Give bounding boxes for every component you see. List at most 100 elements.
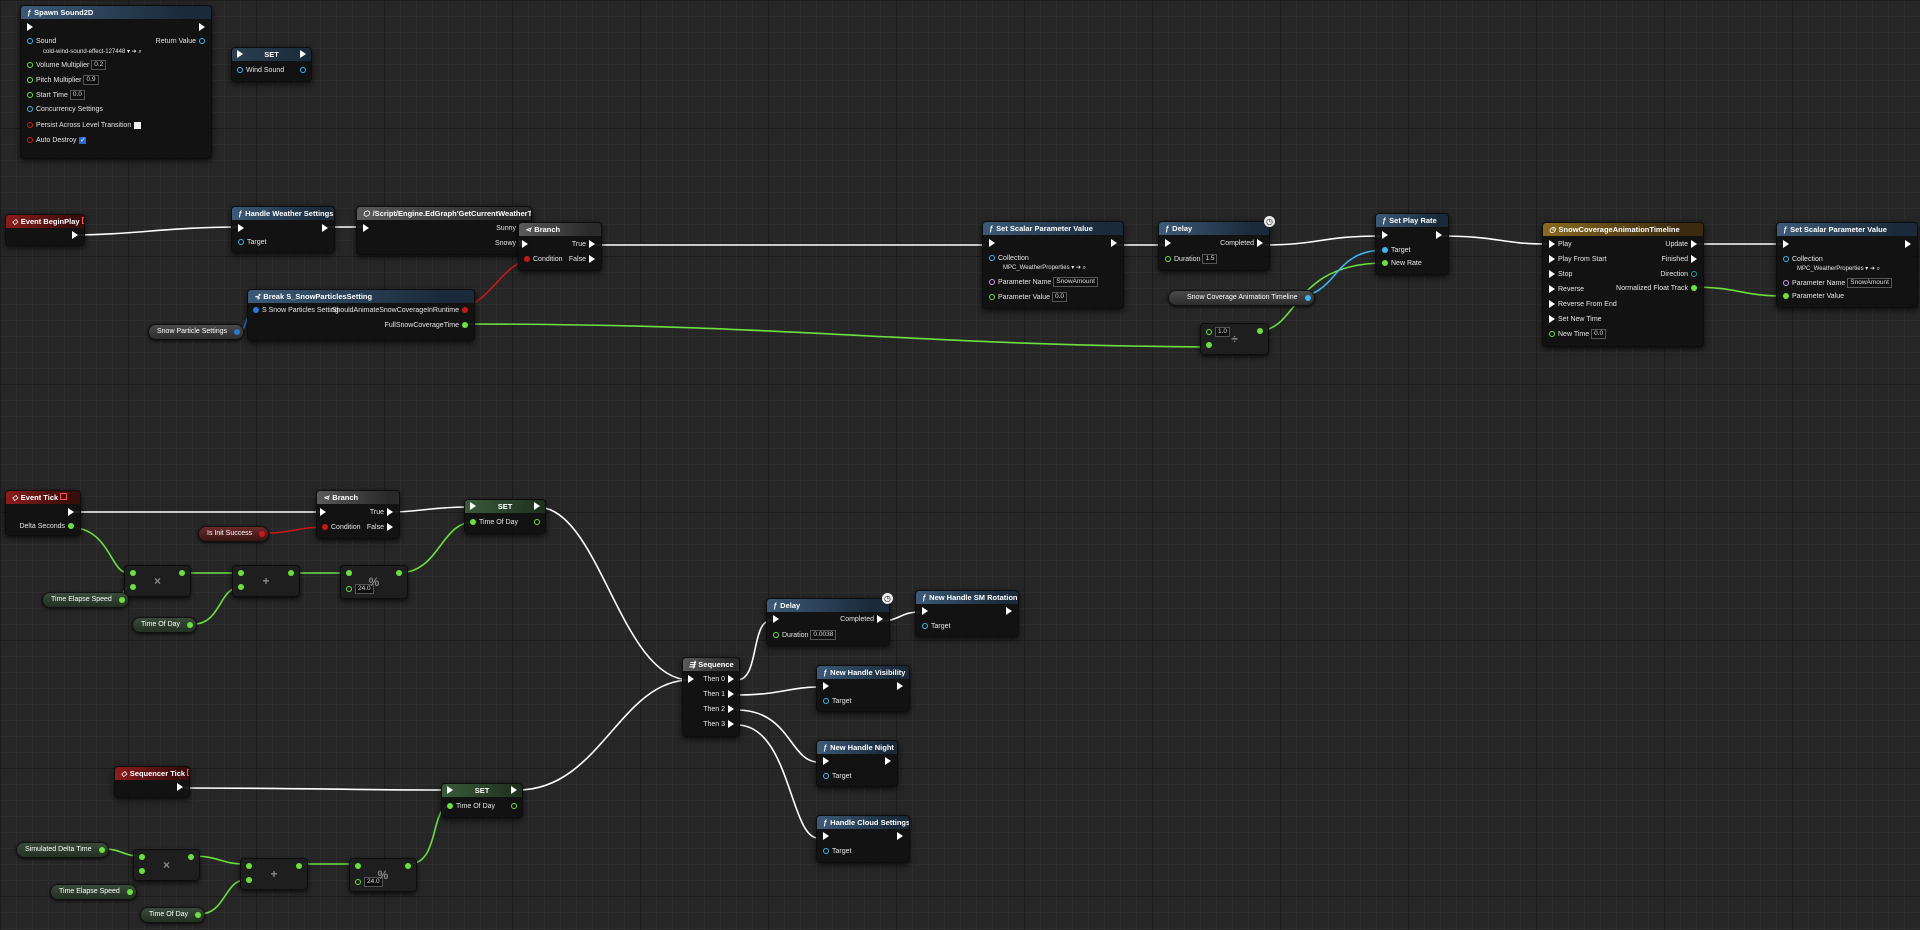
search-icon[interactable]: ⌕: [138, 49, 142, 55]
exec-in-pin[interactable]: [238, 224, 244, 233]
sound-pin[interactable]: [27, 38, 33, 45]
getter-out-pin[interactable]: [118, 597, 125, 603]
time-elapse-speed-getter-2[interactable]: Time Elapse Speed: [50, 884, 137, 900]
target-pin[interactable]: [922, 623, 928, 630]
sequencer-tick-node[interactable]: ◇Sequencer Tick: [114, 766, 190, 798]
condition-pin[interactable]: [524, 256, 530, 263]
normalized-float-track-pin[interactable]: [1691, 285, 1697, 292]
parameter-name-field[interactable]: SnowAmount: [1053, 277, 1098, 287]
time-of-day-pin[interactable]: [470, 519, 476, 526]
snow-coverage-timeline-node[interactable]: ◷SnowCoverageAnimationTimeline Play Play…: [1542, 222, 1704, 347]
reverse-exec-pin[interactable]: [1549, 285, 1555, 294]
collection-pin[interactable]: [1783, 256, 1789, 263]
exec-in-pin[interactable]: [27, 23, 33, 32]
multiply-node-2[interactable]: ×: [133, 849, 200, 881]
time-elapse-speed-getter-1[interactable]: Time Elapse Speed: [42, 592, 129, 608]
parameter-value-pin[interactable]: [1783, 293, 1789, 300]
true-exec-pin[interactable]: [589, 240, 595, 249]
b-pin[interactable]: [139, 868, 145, 875]
exec-in-pin[interactable]: [1382, 231, 1388, 240]
volume-field[interactable]: 0.2: [91, 60, 107, 70]
divide-node[interactable]: 1.0 ÷: [1200, 323, 1269, 355]
new-time-pin[interactable]: [1549, 331, 1555, 337]
parameter-name-pin[interactable]: [989, 279, 995, 285]
exec-out-pin[interactable]: [177, 783, 183, 792]
concurrency-pin[interactable]: [27, 106, 33, 113]
pitch-pin[interactable]: [27, 77, 33, 83]
then-2-exec-pin[interactable]: [728, 705, 734, 714]
new-time-field[interactable]: 0.0: [1591, 329, 1607, 339]
search-icon[interactable]: ⌕: [1082, 265, 1087, 271]
parameter-value-pin[interactable]: [989, 294, 995, 300]
struct-in-pin[interactable]: [253, 307, 259, 314]
set-time-of-day-node-1[interactable]: SET Time Of Day: [464, 499, 546, 534]
exec-out-pin[interactable]: [199, 23, 205, 32]
add-node-2[interactable]: +: [240, 858, 308, 890]
break-snow-particles-setting-node[interactable]: ⊰Break S_SnowParticlesSetting S Snow Par…: [247, 289, 475, 341]
getter-out-pin[interactable]: [1304, 295, 1311, 301]
direction-pin[interactable]: [1691, 271, 1697, 278]
persist-pin[interactable]: [27, 122, 33, 129]
getter-out-pin[interactable]: [98, 847, 105, 853]
then-0-exec-pin[interactable]: [728, 675, 734, 684]
stop-exec-pin[interactable]: [1549, 270, 1555, 279]
exec-out-pin[interactable]: [897, 832, 903, 841]
dividend-field[interactable]: 1.0: [1215, 327, 1231, 337]
condition-pin[interactable]: [322, 524, 328, 531]
a-pin[interactable]: [346, 570, 352, 577]
auto-destroy-checkbox[interactable]: ✓: [79, 136, 87, 144]
result-pin[interactable]: [405, 863, 411, 870]
modulo-field[interactable]: 24.0: [364, 877, 383, 887]
collection-pin[interactable]: [989, 255, 995, 262]
a-pin[interactable]: [246, 863, 252, 870]
event-tick-node[interactable]: ◇Event Tick Delta Seconds: [5, 490, 81, 536]
getter-out-pin[interactable]: [126, 889, 133, 895]
a-pin[interactable]: [139, 854, 145, 861]
result-pin[interactable]: [1257, 328, 1263, 335]
volume-pin[interactable]: [27, 62, 33, 68]
exec-in-pin[interactable]: [1783, 240, 1789, 249]
set-new-time-exec-pin[interactable]: [1549, 315, 1555, 324]
time-of-day-pin[interactable]: [447, 803, 453, 810]
duration-field[interactable]: 1.5: [1202, 254, 1218, 264]
is-init-success-getter[interactable]: Is Init Success: [198, 526, 270, 542]
exec-in-pin[interactable]: [447, 786, 453, 795]
exec-in-pin[interactable]: [522, 240, 528, 249]
collection-value[interactable]: MPC_WeatherProperties: [1797, 266, 1864, 272]
b-pin[interactable]: [346, 586, 352, 592]
modulo-node-1[interactable]: 24.0 %: [340, 565, 408, 599]
update-exec-pin[interactable]: [1691, 240, 1697, 249]
completed-exec-pin[interactable]: [1257, 239, 1263, 248]
result-pin[interactable]: [188, 854, 194, 861]
browse-arrow-icon[interactable]: ➜: [131, 49, 137, 55]
exec-in-pin[interactable]: [989, 239, 995, 248]
wind-sound-pin[interactable]: [237, 67, 243, 74]
b-pin[interactable]: [246, 877, 252, 884]
add-node-1[interactable]: +: [232, 565, 300, 597]
play-from-start-exec-pin[interactable]: [1549, 255, 1555, 264]
snow-particle-settings-getter[interactable]: Snow Particle Settings: [148, 324, 245, 340]
new-rate-pin[interactable]: [1382, 260, 1388, 267]
getter-out-pin[interactable]: [195, 912, 202, 918]
getter-out-pin[interactable]: [259, 531, 266, 537]
exec-out-pin[interactable]: [1436, 231, 1442, 240]
exec-out-pin[interactable]: [885, 757, 891, 766]
weather-type-switch-node[interactable]: ⬡/Script/Engine.EdGraph'GetCurrentWeathe…: [356, 206, 532, 255]
pitch-field[interactable]: 0.9: [83, 75, 99, 85]
start-time-pin[interactable]: [27, 92, 33, 98]
wind-sound-out-pin[interactable]: [300, 67, 306, 74]
exec-out-pin[interactable]: [897, 682, 903, 691]
result-pin[interactable]: [296, 863, 302, 870]
delta-seconds-pin[interactable]: [68, 523, 74, 530]
target-pin[interactable]: [823, 698, 829, 705]
auto-destroy-pin[interactable]: [27, 137, 33, 144]
start-time-field[interactable]: 0.0: [69, 90, 85, 100]
simulated-delta-time-getter[interactable]: Simulated Delta Time: [16, 842, 109, 858]
exec-in-pin[interactable]: [688, 675, 694, 684]
duration-field[interactable]: 0.0038: [810, 630, 837, 640]
sequence-node[interactable]: ⇶Sequence Then 0 Then 1 Then 2 Then 3: [682, 657, 740, 737]
